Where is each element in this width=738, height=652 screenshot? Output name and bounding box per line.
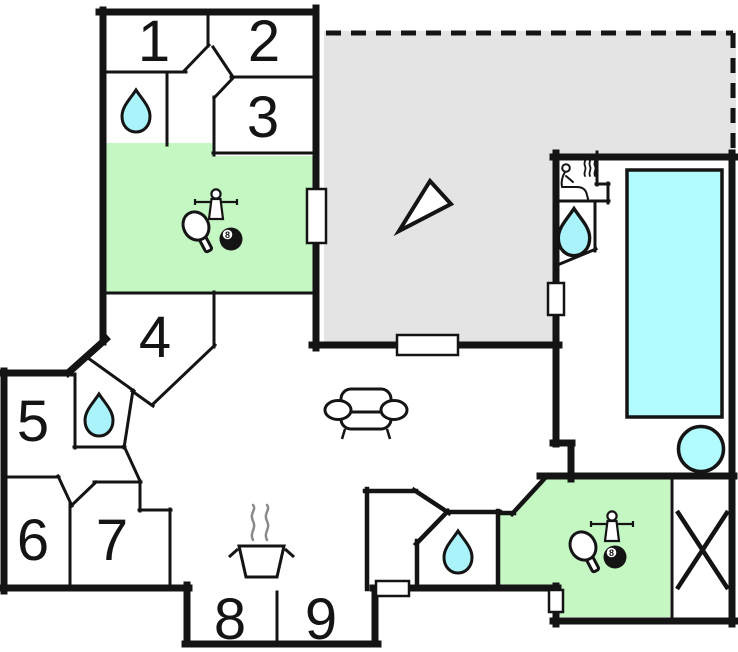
- room-number-1: 1: [138, 9, 170, 74]
- steam-lines: [250, 503, 270, 542]
- terrace-dashed-border: [326, 30, 736, 151]
- door-marker-entrance: [374, 579, 411, 598]
- north-arrow-icon: [393, 177, 455, 237]
- interior-walls: [4, 10, 674, 647]
- crossed-area-icon: [675, 509, 730, 591]
- cooking-pot-icon: [228, 503, 295, 579]
- room-number-8: 8: [214, 587, 246, 652]
- interior-walls-medium: [362, 473, 550, 592]
- room-number-7: 7: [96, 508, 128, 573]
- bathroom-icons: [83, 87, 592, 575]
- foosball-player-icon: [193, 188, 239, 221]
- room-number-2: 2: [248, 9, 280, 74]
- door-marker-terrace-living: [395, 333, 460, 357]
- swimming-pool: [625, 168, 724, 419]
- water-drop-icon: [83, 391, 115, 438]
- table-tennis-paddle-icon: [568, 530, 601, 574]
- door-marker-gameroom1-terrace: [305, 187, 328, 245]
- whirlpool: [676, 424, 726, 474]
- water-drop-icon: [556, 205, 592, 258]
- door-marker-gameroom2: [547, 588, 565, 614]
- water-drop-icon: [442, 528, 474, 575]
- billiard-8-ball-icon: 8: [603, 545, 627, 569]
- door-marker-terrace-pool: [546, 281, 566, 317]
- foosball-player-icon: [589, 510, 635, 543]
- billiard-8-ball-icon: 8: [219, 227, 243, 251]
- sauna-icon: [560, 155, 597, 200]
- room-number-4: 4: [139, 305, 171, 370]
- terrace-area: [324, 31, 736, 344]
- room-number-5: 5: [17, 389, 49, 454]
- room-number-9: 9: [305, 587, 337, 652]
- sofa-icon: [323, 387, 409, 440]
- table-tennis-paddle-icon: [181, 210, 214, 254]
- water-drop-icon: [120, 87, 152, 134]
- ball-number: 8: [609, 548, 614, 558]
- room-number-6: 6: [17, 508, 49, 573]
- ball-number: 8: [225, 230, 230, 240]
- room-number-3: 3: [247, 85, 279, 150]
- door-markers: [305, 187, 566, 614]
